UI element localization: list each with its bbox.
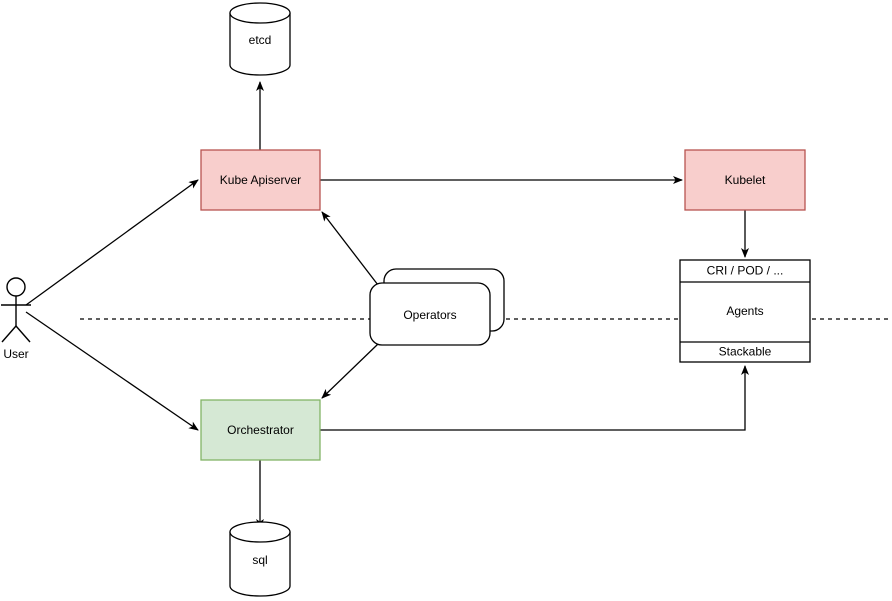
- edge-operators-to-orchestrator: [321, 343, 379, 399]
- agents-stack-row-agents-label: Agents: [726, 304, 763, 318]
- actor-leg-right: [15, 325, 31, 343]
- node-operators[interactable]: Operators: [369, 268, 505, 346]
- actor-leg-left: [1, 325, 17, 343]
- sql-cylinder-top: [229, 521, 291, 543]
- actor-user-label: User: [3, 347, 28, 361]
- actor-head-icon: [6, 277, 26, 297]
- edge-operators-to-apiserver: [321, 211, 379, 286]
- node-etcd[interactable]: etcd: [229, 2, 291, 76]
- node-orchestrator[interactable]: Orchestrator: [200, 399, 321, 461]
- agents-stack-row-cri-pod-label: CRI / POD / ...: [707, 264, 784, 278]
- edge-layer: [25, 81, 749, 529]
- sql-cylinder-body: [229, 532, 291, 597]
- etcd-cylinder-top: [229, 2, 291, 24]
- edge-orchestrator-to-stackable: [320, 365, 749, 431]
- actor-user[interactable]: User: [1, 277, 31, 361]
- etcd-cylinder-body: [229, 13, 291, 76]
- agents-stack-outer-box: [679, 259, 811, 363]
- agents-stack-row-stackable-label: Stackable: [719, 345, 772, 359]
- node-sql[interactable]: sql: [229, 521, 291, 597]
- node-agents-stack[interactable]: CRI / POD / ... Agents Stackable: [679, 259, 811, 363]
- node-operators-label: Operators: [403, 308, 456, 322]
- node-sql-label: sql: [252, 553, 267, 567]
- kube-apiserver-box: [200, 149, 321, 211]
- node-kube-apiserver[interactable]: Kube Apiserver: [200, 149, 321, 211]
- node-etcd-label: etcd: [249, 33, 272, 47]
- node-kubelet[interactable]: Kubelet: [684, 149, 806, 211]
- kubelet-box: [684, 149, 806, 211]
- node-orchestrator-label: Orchestrator: [227, 423, 294, 437]
- node-kube-apiserver-label: Kube Apiserver: [220, 173, 301, 187]
- operators-box-front: [369, 282, 491, 346]
- edge-user-to-apiserver: [25, 179, 199, 306]
- orchestrator-box: [200, 399, 321, 461]
- node-kubelet-label: Kubelet: [725, 173, 766, 187]
- edge-user-to-orchestrator: [25, 311, 199, 431]
